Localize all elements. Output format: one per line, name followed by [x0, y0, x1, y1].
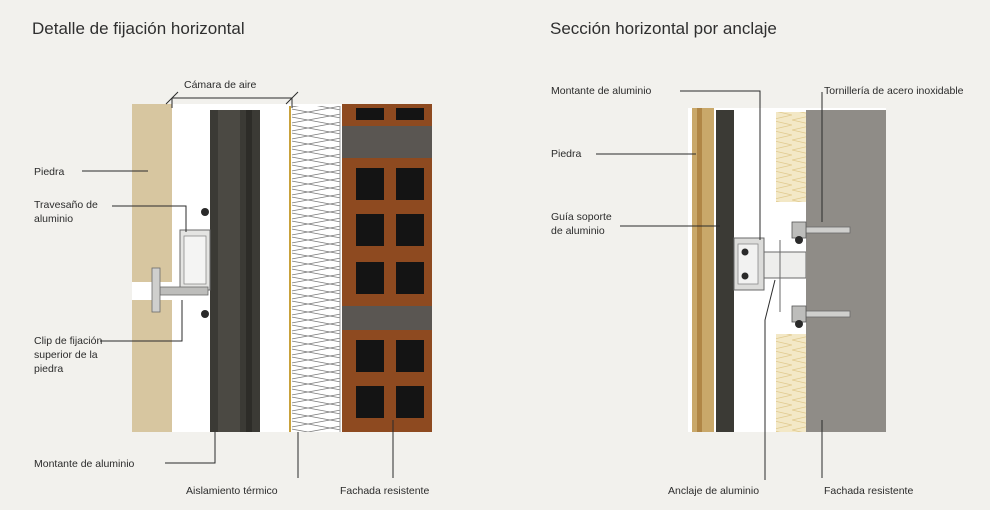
label-stainless-bolts: Tornillería de acero inoxidable — [824, 85, 964, 97]
label-crossbar-line2: aluminio — [34, 213, 73, 225]
label-clip-line1: Clip de fijación — [34, 335, 102, 347]
label-upright-right: Montante de aluminio — [551, 85, 652, 97]
stone-panel-lower — [132, 300, 172, 432]
left-title: Detalle de fijación horizontal — [32, 19, 245, 38]
label-crossbar-line1: Travesaño de — [34, 199, 98, 211]
label-upright-left: Montante de aluminio — [34, 458, 135, 470]
right-diagram — [596, 90, 886, 480]
label-clip-line3: piedra — [34, 363, 63, 375]
label-guide-line2: de aluminio — [551, 225, 605, 237]
label-guide-line1: Guía soporte — [551, 211, 612, 223]
label-insulation: Aislamiento térmico — [186, 485, 278, 497]
label-stone: Piedra — [34, 166, 65, 178]
brick-wall — [342, 104, 432, 432]
label-stone-right: Piedra — [551, 148, 582, 160]
right-title: Sección horizontal por anclaje — [550, 19, 777, 38]
label-clip-line2: superior de la — [34, 349, 98, 361]
left-diagram — [82, 91, 432, 478]
aluminium-upright-right — [716, 110, 734, 432]
label-facade-right: Fachada resistente — [824, 485, 913, 497]
crossbar-bracket — [151, 208, 211, 318]
concrete-facade — [806, 110, 886, 432]
stone-panel-upper — [132, 104, 172, 282]
label-air-chamber: Cámara de aire — [184, 79, 257, 91]
label-anchor: Anclaje de aluminio — [668, 485, 759, 497]
stone-slab-right — [692, 108, 714, 432]
support-guide — [733, 237, 807, 291]
label-facade-left: Fachada resistente — [340, 485, 429, 497]
anchor-bolts — [779, 221, 851, 328]
